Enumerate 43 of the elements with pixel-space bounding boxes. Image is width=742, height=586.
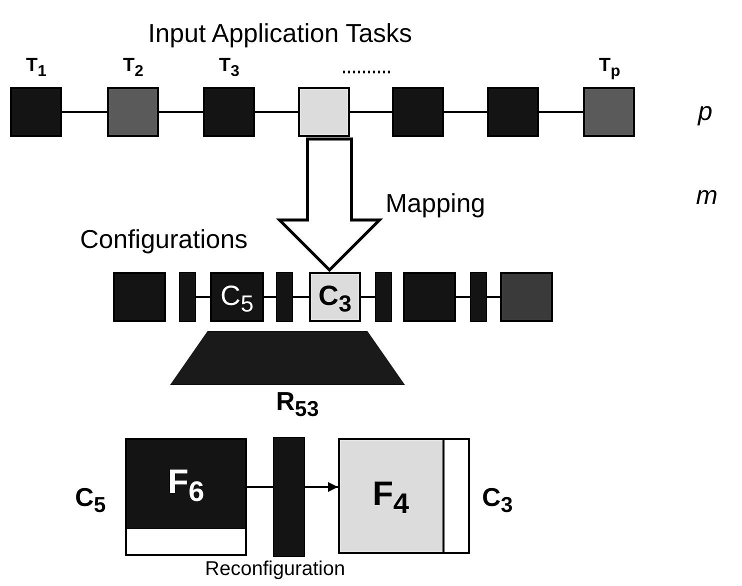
name-label: C$_{5}$ bbox=[75, 482, 106, 518]
name-label: T$_{p}$ bbox=[599, 55, 620, 81]
connector-line bbox=[361, 296, 375, 298]
configuration-box bbox=[210, 272, 264, 322]
connector-line bbox=[539, 111, 583, 113]
bar bbox=[179, 272, 196, 322]
connector-line bbox=[62, 111, 107, 113]
node-label: C$_{3}$ bbox=[317, 279, 353, 319]
task-box bbox=[500, 272, 553, 322]
configuration-box bbox=[309, 272, 361, 322]
connector-line bbox=[255, 111, 298, 113]
name-label: R$_{53}$ bbox=[276, 386, 319, 422]
connector-line bbox=[456, 296, 470, 298]
node-label: F$_{4}$ bbox=[372, 474, 410, 522]
connector-line bbox=[444, 111, 487, 113]
name-label: T$_{3}$ bbox=[219, 55, 240, 81]
bar bbox=[470, 272, 487, 322]
heading: Input Application Tasks bbox=[148, 18, 412, 49]
variable-label: m bbox=[696, 180, 718, 211]
connector-line bbox=[247, 486, 273, 488]
bar bbox=[276, 272, 293, 322]
variable-label: p bbox=[698, 96, 712, 127]
name-label: T$_{1}$ bbox=[26, 55, 46, 81]
arrow bbox=[305, 482, 338, 492]
node-label: C$_{5}$ bbox=[219, 279, 255, 319]
process-label: Reconfiguration bbox=[205, 558, 346, 581]
block-arrow bbox=[276, 138, 384, 272]
connector-line bbox=[264, 296, 276, 298]
connector-line bbox=[196, 296, 210, 298]
bar bbox=[375, 272, 392, 322]
name-label: T$_{2}$ bbox=[123, 55, 144, 81]
name-label: C$_{3}$ bbox=[482, 482, 513, 518]
task-box bbox=[298, 87, 350, 137]
task-box bbox=[487, 87, 539, 137]
node-label: F$_{6}$ bbox=[166, 462, 206, 510]
connector-line bbox=[293, 296, 309, 298]
task-box bbox=[403, 272, 456, 322]
task-box bbox=[392, 87, 444, 137]
heading: Configurations bbox=[80, 224, 248, 255]
connector-line bbox=[159, 111, 203, 113]
connector-line bbox=[350, 111, 392, 113]
connector-line bbox=[487, 296, 500, 298]
task-box bbox=[113, 272, 166, 322]
